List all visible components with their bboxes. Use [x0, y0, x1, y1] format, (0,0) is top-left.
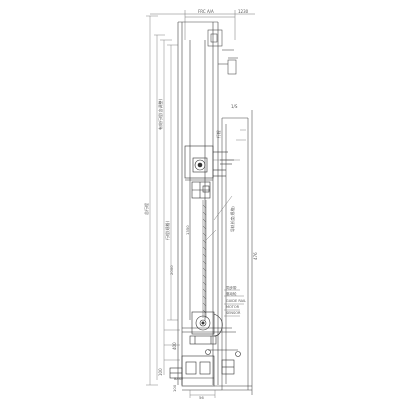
- right-enclosure: [221, 110, 253, 395]
- top-right-dimension-label: 1230: [238, 9, 249, 14]
- right-vertical-label-2: 行程: [216, 130, 221, 138]
- note-2: 驱动轮: [226, 291, 237, 296]
- bottom-dimension-label: 56: [199, 395, 204, 400]
- bottom-dimension-group: [189, 390, 216, 398]
- left-small-dimension: 400: [172, 342, 177, 350]
- top-dimension-group: [150, 10, 255, 40]
- right-vertical-label-1: 导轨长度(规格): [230, 206, 235, 232]
- right-mid-dimension: 1/S: [231, 104, 238, 109]
- center-label-2: 2000: [169, 265, 174, 275]
- guide-rail-body: [177, 21, 219, 385]
- left-vertical-label-3: 行程(规格): [164, 220, 170, 240]
- leader-lines: [205, 129, 246, 317]
- center-label-1: 1350: [185, 225, 190, 235]
- base-block: [169, 355, 252, 391]
- note-5: SENSOR: [226, 311, 241, 315]
- note-4: MOTOR: [226, 305, 240, 309]
- note-1: 同步带: [226, 285, 237, 290]
- right-tall-dimension: 476: [253, 252, 258, 260]
- note-6: BASE: [174, 377, 183, 381]
- left-vertical-label-1: 有效行程(含调整): [157, 98, 163, 130]
- upper-carriage: [184, 145, 234, 199]
- left-vertical-label-4: 100: [158, 368, 163, 376]
- left-dimension-lines: [146, 15, 180, 386]
- top-head-assembly: [207, 29, 238, 75]
- bottom-left-dimension-label: 100: [172, 384, 177, 392]
- top-dimension-label: FRC A/A: [198, 9, 214, 14]
- left-vertical-label-2: 总行程: [143, 203, 149, 215]
- belt-screw: [202, 200, 207, 318]
- note-3: GUIDE RAIL: [226, 299, 246, 303]
- lower-carriage: [182, 311, 241, 357]
